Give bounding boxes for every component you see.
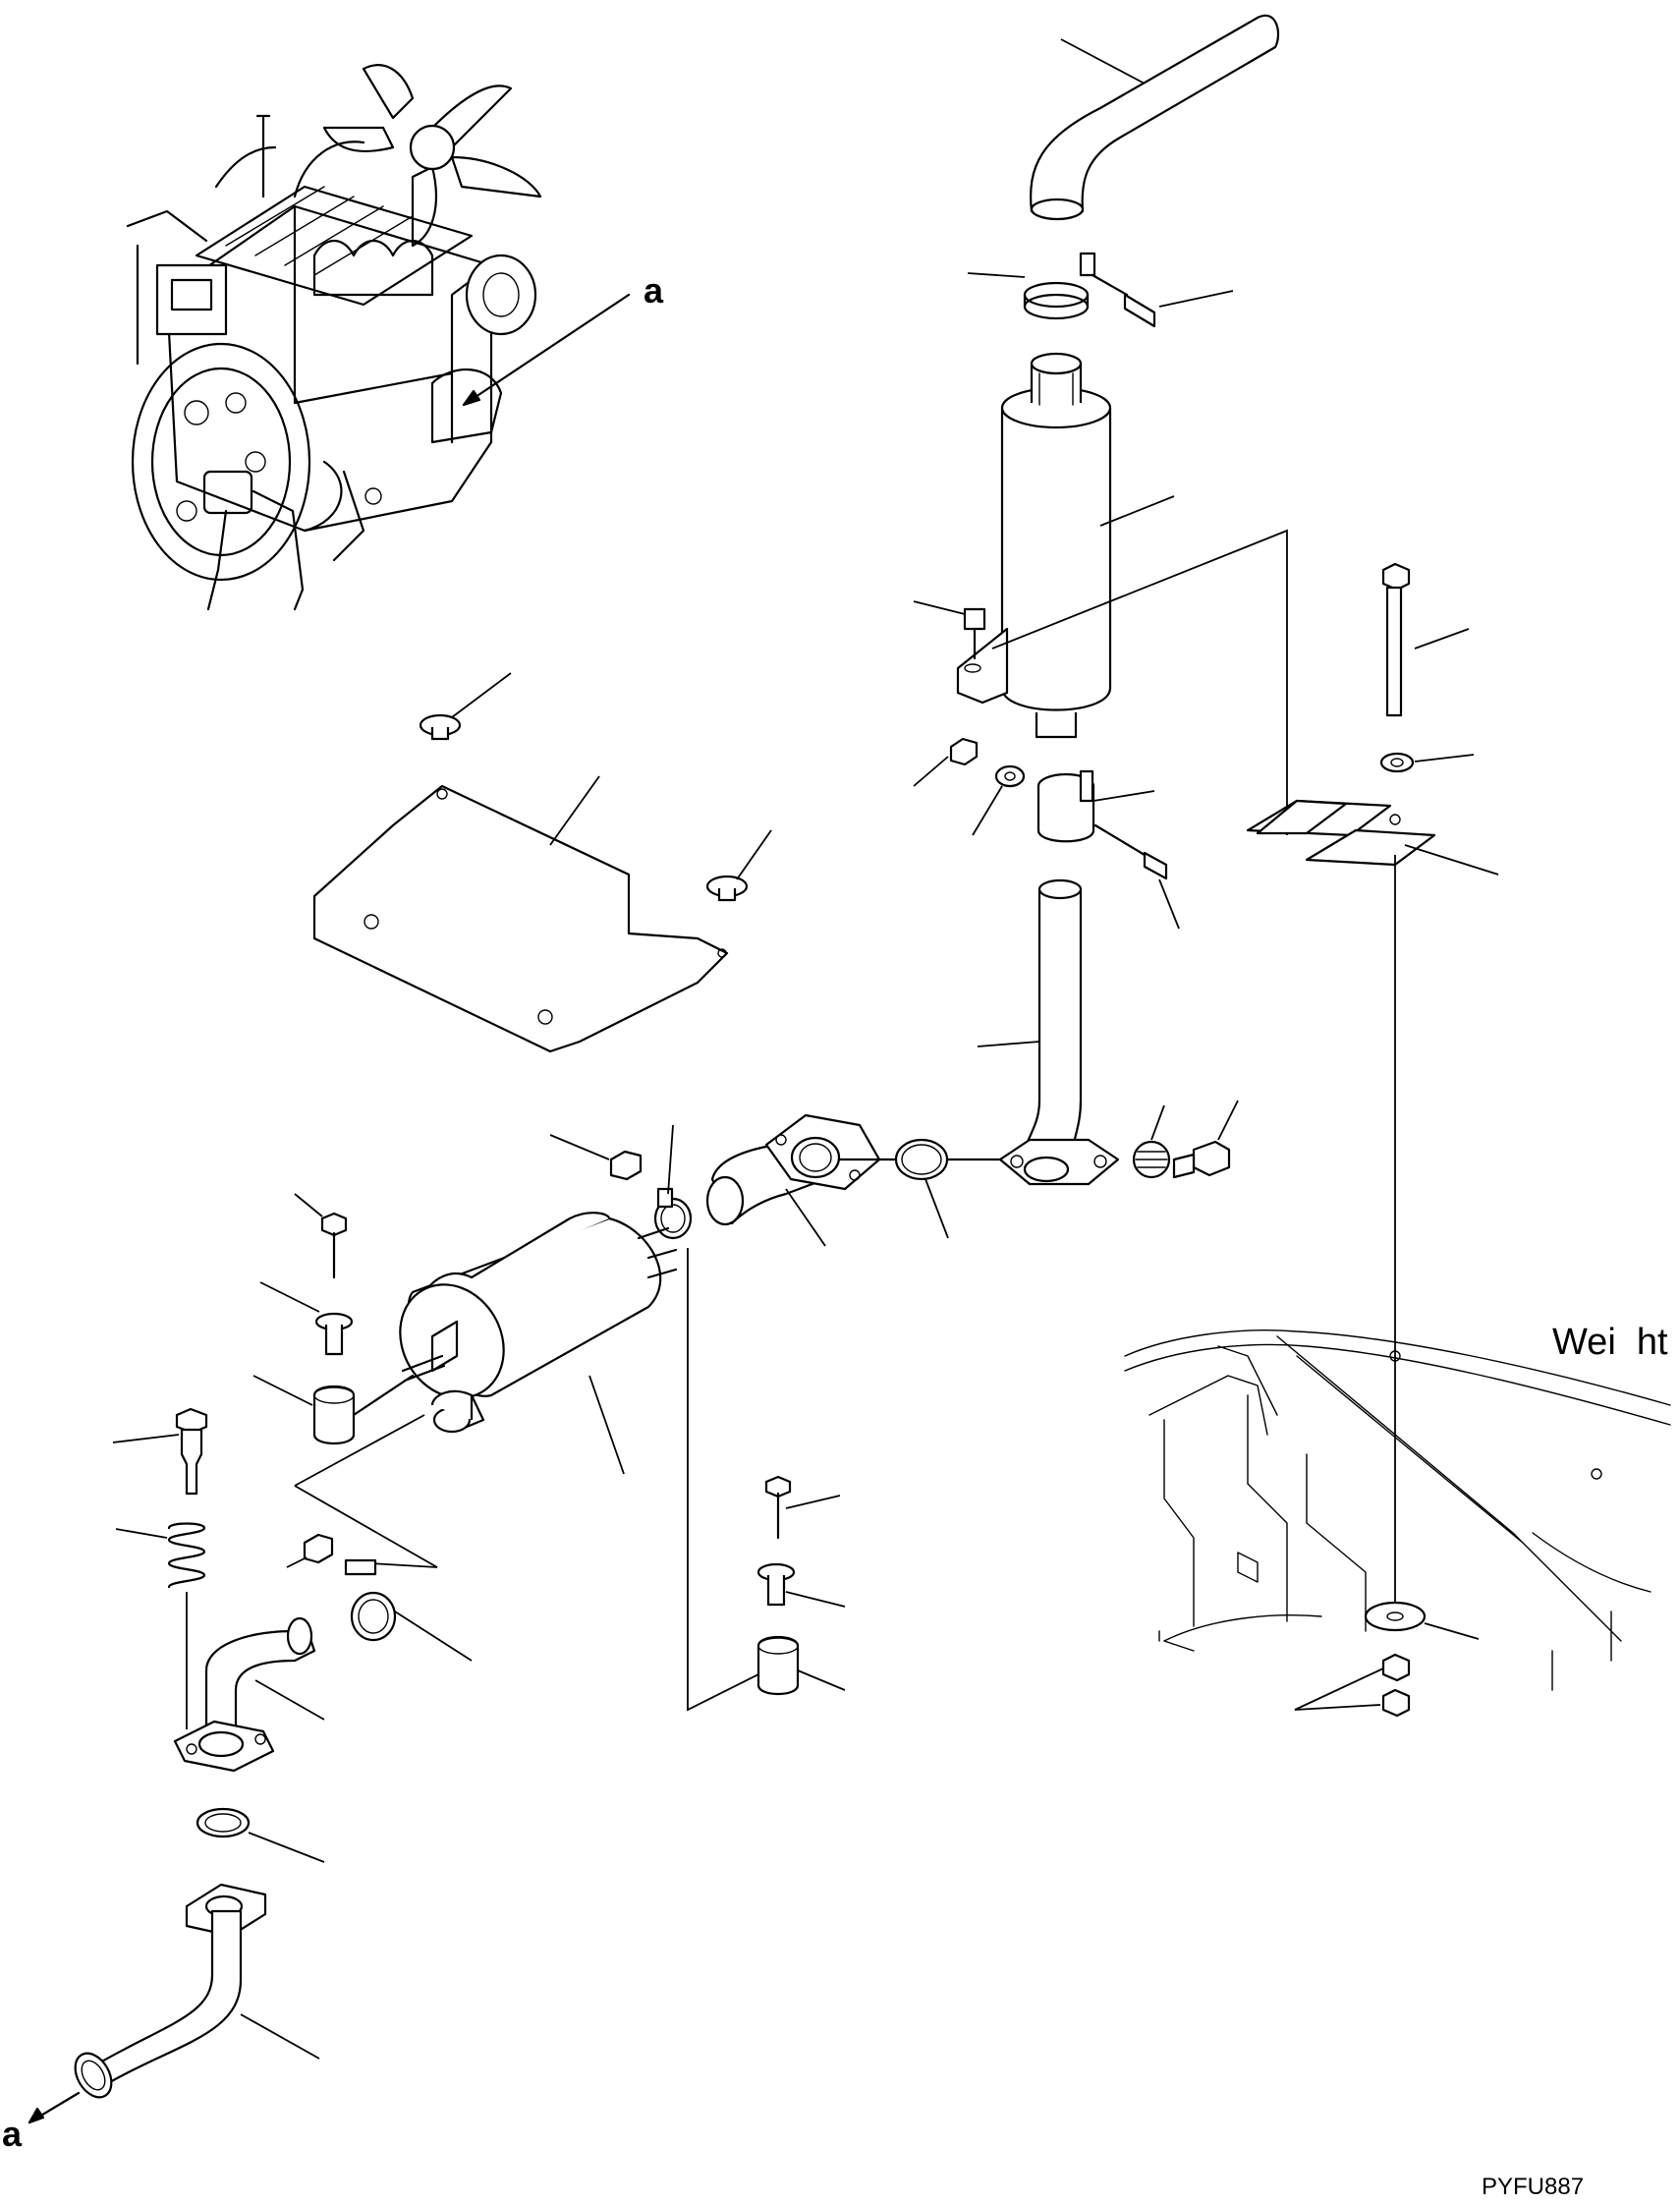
bracket-bolt [913, 600, 986, 660]
gasket-ring-mid [894, 1138, 1002, 1239]
muffler-clamp [1036, 769, 1155, 843]
nut-upper [549, 1134, 643, 1181]
clamp-bolt-top [1091, 273, 1234, 328]
tail-pipe-clamp [967, 252, 1096, 320]
drawing-code: PYFU887 [1482, 2174, 1584, 2200]
nut-lower [286, 1533, 334, 1568]
mount-bolt-middle [764, 1475, 841, 1540]
spring-left [115, 1522, 206, 1729]
reference-label-a-top: a [644, 270, 664, 311]
long-bolt [1381, 562, 1470, 717]
cover-clip-1 [419, 672, 512, 741]
clamp-upper [653, 1124, 693, 1240]
nut-right-1 [1381, 1653, 1411, 1682]
frame-hole [1389, 1350, 1401, 1362]
washer-m [972, 764, 1026, 836]
silencer-collar-upper [259, 1281, 354, 1356]
link-line-left [294, 1414, 438, 1568]
washer-large [1364, 1601, 1480, 1640]
exhaust-pipe-lower [173, 1616, 325, 1773]
mount-rubber-middle [756, 1635, 846, 1696]
weight-note: Wei ht [1552, 1322, 1668, 1363]
silencer-bolt-upper [294, 1193, 348, 1279]
muffler-bracket [1246, 799, 1499, 876]
spring-right [1132, 1104, 1171, 1179]
bolt-right [1172, 1100, 1239, 1179]
counterweight-frame [1124, 1329, 1671, 1691]
clamp-lower [344, 1558, 473, 1662]
tail-pipe [1030, 14, 1279, 221]
washer-right-upper [1379, 752, 1475, 773]
elbow-pipe [705, 1113, 898, 1247]
silencer-rubber-upper [252, 1374, 415, 1445]
exhaust-pipe-upper [977, 878, 1120, 1186]
bolt-left [112, 1407, 208, 1496]
nut-right-leader [1294, 1668, 1384, 1711]
cover-clip-2 [705, 829, 772, 902]
silencer-horizontal [399, 1212, 767, 1712]
engine-undercover [312, 775, 729, 1053]
nut-m [913, 737, 979, 787]
silencer-vertical [956, 352, 1288, 835]
front-pipe [28, 1883, 320, 2124]
clamp-bolt-mid [1093, 823, 1180, 930]
nut-right-2 [1381, 1688, 1411, 1718]
engine-assembly [126, 64, 631, 611]
mount-collar-middle [756, 1562, 846, 1608]
gasket-ring-lower [196, 1807, 325, 1863]
reference-label-a-bottom: a [2, 2114, 23, 2154]
